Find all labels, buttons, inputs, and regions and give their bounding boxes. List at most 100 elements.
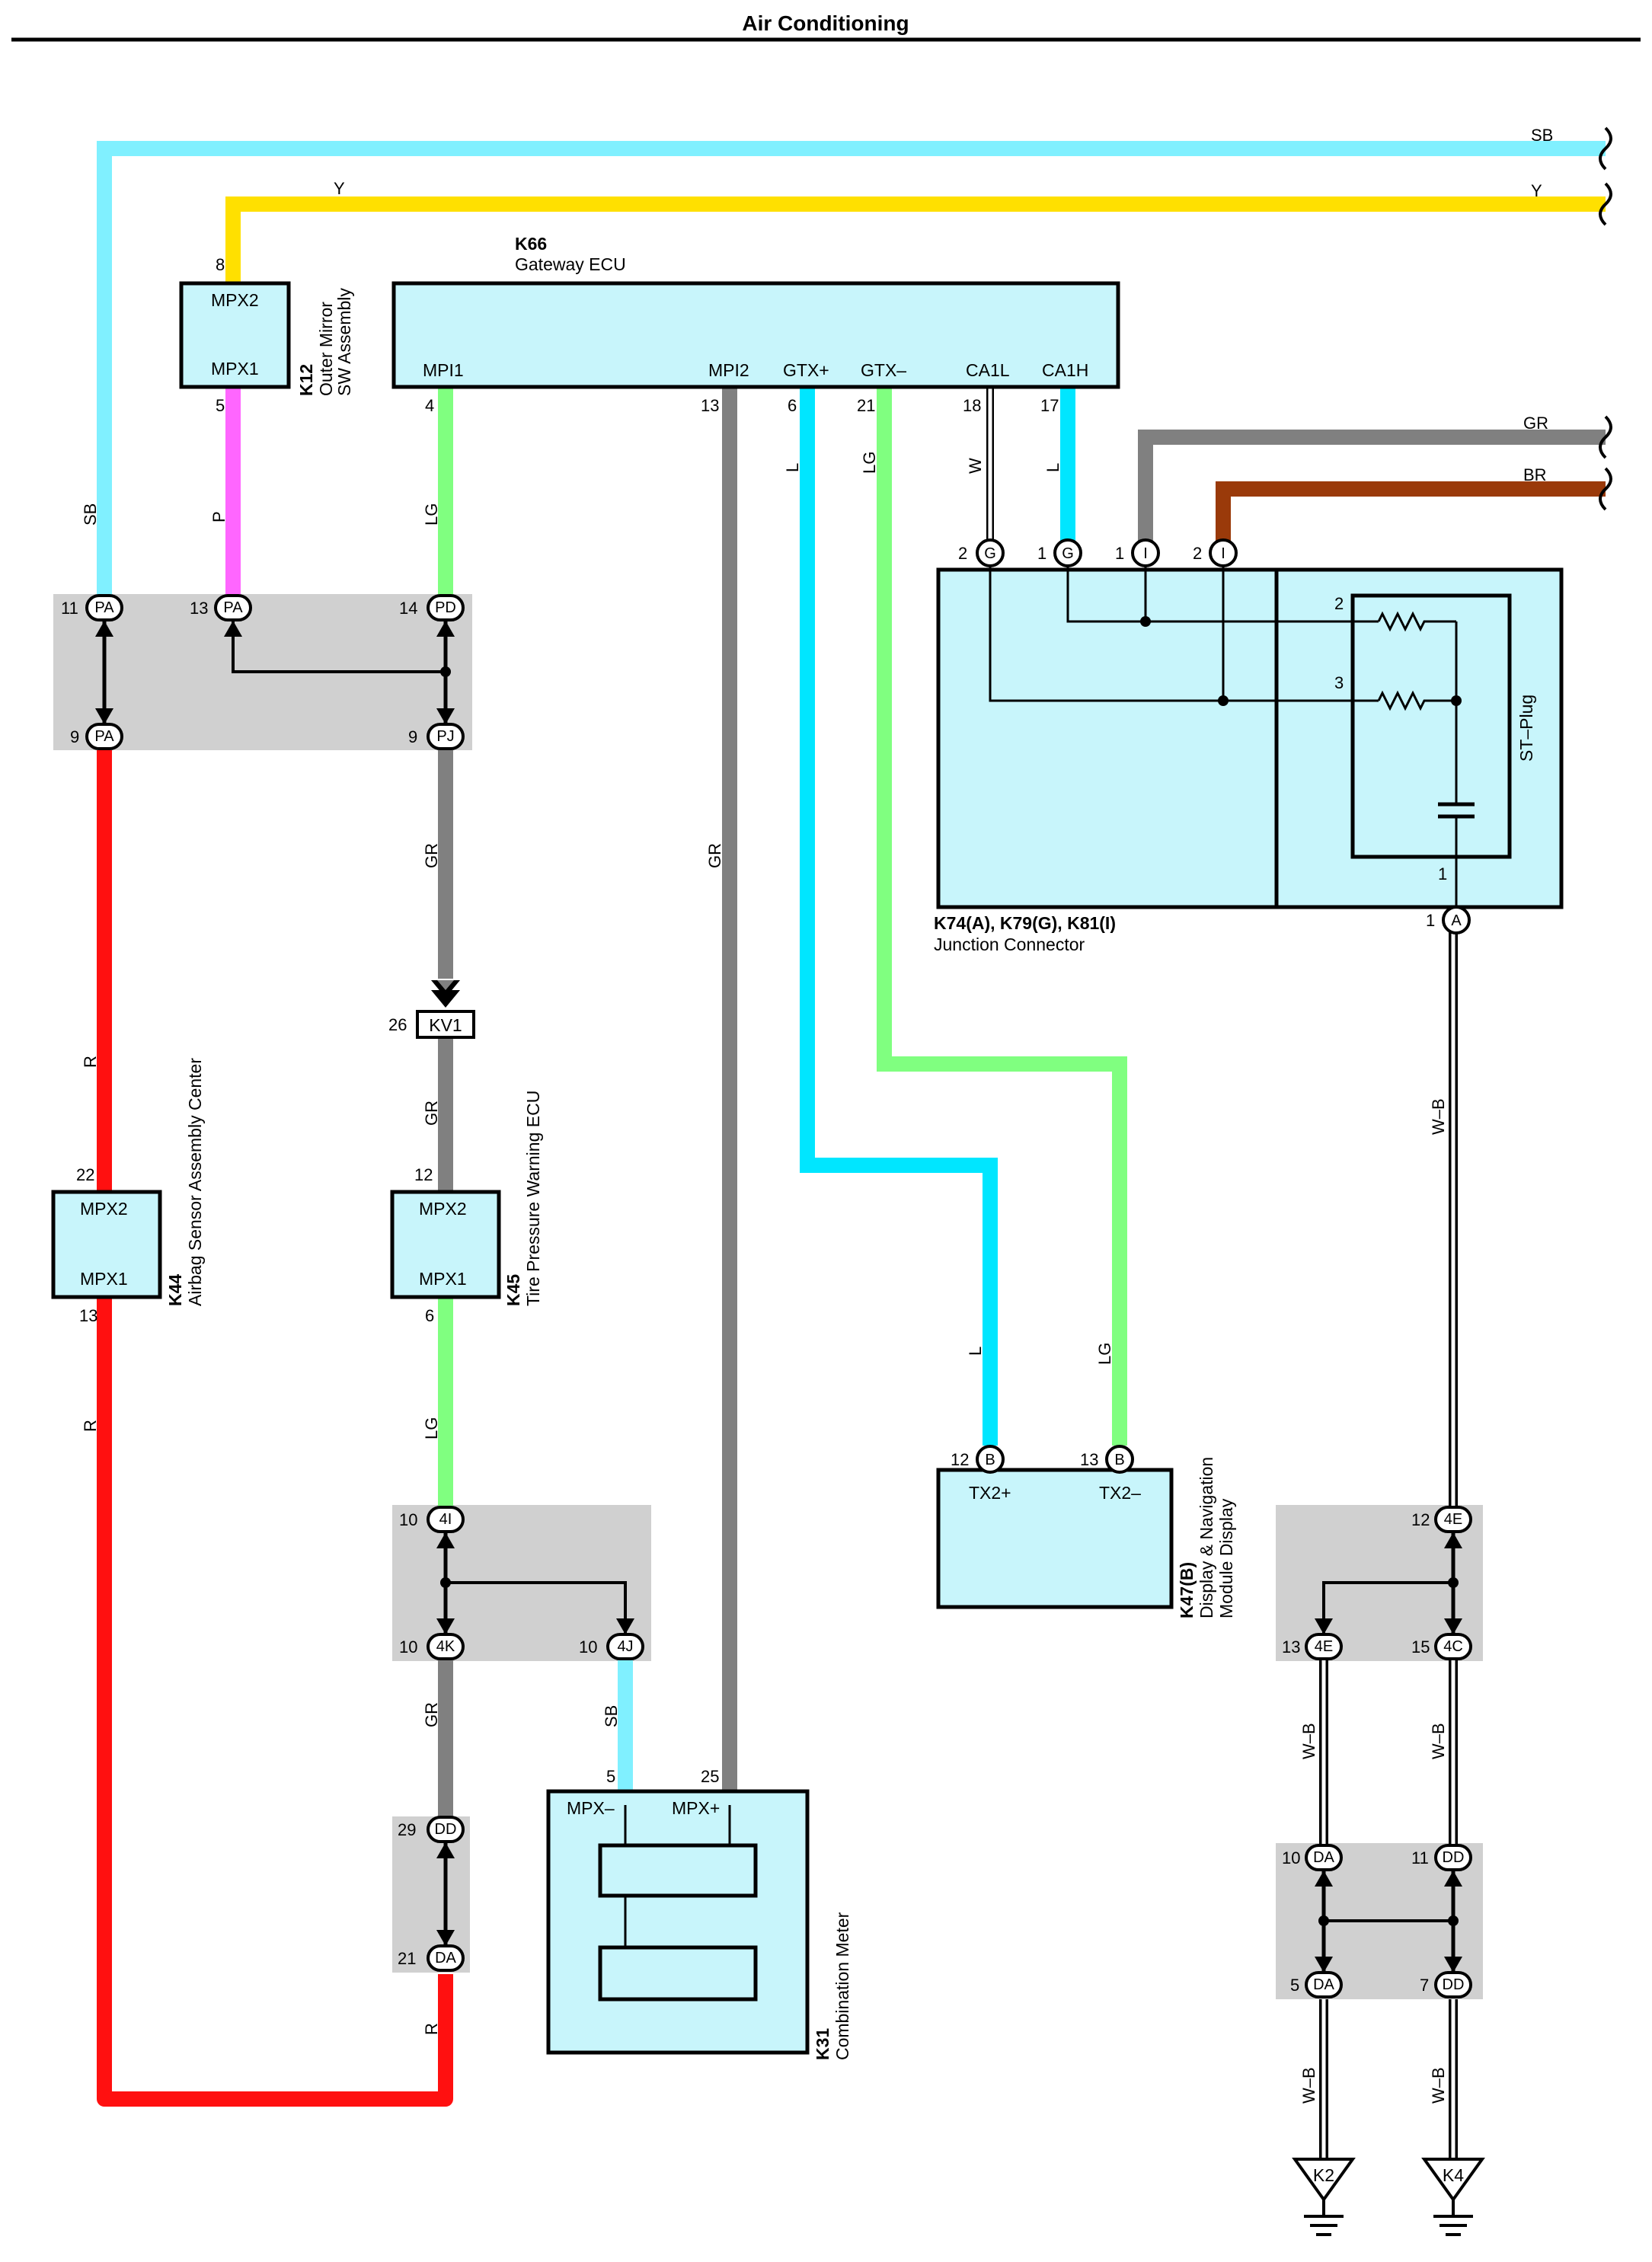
wirecode-br-right: BR bbox=[1523, 465, 1547, 484]
svg-text:15: 15 bbox=[1411, 1637, 1430, 1657]
svg-text:12: 12 bbox=[1411, 1510, 1430, 1529]
k74-num-d: 2 bbox=[1193, 544, 1202, 563]
k66-pin-ca1l: CA1L bbox=[966, 360, 1010, 380]
svg-text:21: 21 bbox=[398, 1949, 416, 1968]
connector-pa-9: PA 9 bbox=[70, 723, 123, 750]
k74-num-b: 1 bbox=[1037, 544, 1046, 563]
k12-pin-mpx1: MPX1 bbox=[211, 359, 259, 379]
k12-pin-mpx2: MPX2 bbox=[211, 290, 259, 310]
wirecode-sb-4j: SB bbox=[602, 1705, 621, 1727]
svg-text:DD: DD bbox=[435, 1821, 457, 1838]
connector-4c-15: 4C 15 bbox=[1411, 1633, 1472, 1660]
k12-code: K12 bbox=[296, 364, 316, 396]
svg-text:PA: PA bbox=[94, 599, 114, 616]
wirecode-gr-mpi2: GR bbox=[705, 843, 724, 868]
k74-num-bottom: 1 bbox=[1426, 911, 1435, 930]
svg-text:10: 10 bbox=[579, 1637, 597, 1657]
k12-num-8: 8 bbox=[216, 255, 225, 274]
ground-k4: K4 bbox=[1421, 2158, 1485, 2236]
svg-text:9: 9 bbox=[70, 727, 79, 746]
wirecode-w-ca1l: W bbox=[966, 458, 985, 474]
ground-k2: K2 bbox=[1292, 2158, 1356, 2236]
component-k66: K66 Gateway ECU MPI1 MPI2 GTX+ GTX– CA1L… bbox=[391, 234, 1120, 415]
wirecode-l-gtxp: L bbox=[783, 463, 802, 472]
wirecode-l-k47: L bbox=[966, 1347, 985, 1356]
connector-pa-11: PA 11 bbox=[61, 594, 123, 621]
connector-dd-11: DD 11 bbox=[1411, 1844, 1472, 1871]
k74-num-c: 1 bbox=[1115, 544, 1124, 563]
kv1-code: KV1 bbox=[429, 1015, 462, 1035]
wirecode-wb-main: W–B bbox=[1429, 1098, 1448, 1135]
wirecode-wb-4e: W–B bbox=[1299, 1723, 1318, 1759]
svg-text:PA: PA bbox=[94, 728, 114, 745]
k31-pin-mpxp: MPX+ bbox=[672, 1798, 720, 1818]
svg-text:PJ: PJ bbox=[436, 728, 454, 745]
wirecode-lg-k47: LG bbox=[1095, 1343, 1114, 1365]
k45-name: Tire Pressure Warning ECU bbox=[523, 1091, 543, 1306]
k47-num-13: 13 bbox=[1080, 1450, 1098, 1469]
svg-text:9: 9 bbox=[408, 727, 417, 746]
svg-text:PA: PA bbox=[223, 599, 243, 616]
splice-pa-internals bbox=[95, 620, 455, 724]
wirecode-p-k12: P bbox=[209, 511, 228, 522]
k12-num-5: 5 bbox=[216, 396, 225, 415]
k44-code: K44 bbox=[165, 1274, 185, 1306]
k47-code: K47(B) bbox=[1177, 1562, 1197, 1618]
k44-pin-mpx2: MPX2 bbox=[80, 1199, 128, 1219]
wire-r-loop bbox=[97, 1297, 453, 2107]
svg-text:13: 13 bbox=[190, 599, 208, 618]
k74-letter-g2: G bbox=[1062, 545, 1074, 562]
connector-pa-13: PA 13 bbox=[190, 594, 252, 621]
k45-num-6: 6 bbox=[425, 1306, 434, 1325]
k74-letter-g1: G bbox=[984, 545, 996, 562]
k47-name-2: Module Display bbox=[1216, 1498, 1236, 1618]
connector-4j-10: 4J 10 bbox=[579, 1633, 644, 1660]
k45-pin-mpx2: MPX2 bbox=[419, 1199, 467, 1219]
svg-text:DA: DA bbox=[1313, 1976, 1334, 1993]
k66-num-18: 18 bbox=[963, 396, 981, 415]
k47-letter-1: B bbox=[985, 1452, 995, 1468]
k66-num-6: 6 bbox=[788, 396, 797, 415]
k66-num-4: 4 bbox=[425, 396, 434, 415]
k31-num-5: 5 bbox=[606, 1767, 615, 1786]
connector-pd-14: PD 14 bbox=[399, 594, 465, 621]
k47-pin-tx2p: TX2+ bbox=[969, 1483, 1011, 1503]
connector-4k-10: 4K 10 bbox=[399, 1633, 465, 1660]
k74-name: Junction Connector bbox=[934, 935, 1085, 954]
k66-num-21: 21 bbox=[857, 396, 875, 415]
k74-inner-1: 1 bbox=[1438, 864, 1447, 883]
k44-name: Airbag Sensor Assembly Center bbox=[185, 1058, 205, 1306]
k74-letter-i1: I bbox=[1143, 545, 1148, 562]
k66-name: Gateway ECU bbox=[515, 254, 626, 274]
wirecode-r-da: R bbox=[422, 2023, 441, 2035]
connector-4e-12: 4E 12 bbox=[1411, 1506, 1472, 1533]
wirecode-r-k44-top: R bbox=[81, 1056, 100, 1068]
svg-text:K4: K4 bbox=[1443, 2165, 1464, 2185]
svg-text:10: 10 bbox=[1282, 1848, 1300, 1867]
svg-text:PD: PD bbox=[435, 599, 456, 616]
component-k74: G G I I 2 1 1 2 2 3 1 ST–Plug A 1 K74(A)… bbox=[934, 538, 1564, 954]
wire-gr-right bbox=[1138, 430, 1606, 541]
svg-text:4C: 4C bbox=[1443, 1638, 1463, 1655]
k66-pin-ca1h: CA1H bbox=[1042, 360, 1088, 380]
k44-pin-mpx1: MPX1 bbox=[80, 1269, 128, 1289]
svg-text:DA: DA bbox=[1313, 1849, 1334, 1866]
svg-text:4J: 4J bbox=[617, 1638, 633, 1655]
connector-4e-13: 4E 13 bbox=[1282, 1633, 1343, 1660]
wirecode-r-k44-bot: R bbox=[81, 1420, 100, 1432]
wire-l-gtxp bbox=[800, 387, 998, 1446]
k45-pin-mpx1: MPX1 bbox=[419, 1269, 467, 1289]
wirecode-gr-right: GR bbox=[1523, 414, 1548, 433]
svg-text:10: 10 bbox=[399, 1637, 417, 1657]
wire-lg-gtxm bbox=[877, 387, 1127, 1446]
wire-y-top bbox=[225, 196, 1606, 283]
kv1-num: 26 bbox=[388, 1015, 407, 1034]
splice-4e-internals bbox=[1315, 1532, 1462, 1634]
connector-da-10: DA 10 bbox=[1282, 1844, 1343, 1871]
wire-break-marks bbox=[1599, 126, 1612, 511]
wirecode-gr-4k: GR bbox=[422, 1702, 441, 1727]
svg-text:11: 11 bbox=[1411, 1848, 1429, 1867]
splice-da-internals bbox=[1315, 1870, 1462, 1973]
svg-text:13: 13 bbox=[1282, 1637, 1300, 1657]
k74-letter-a: A bbox=[1451, 912, 1462, 929]
